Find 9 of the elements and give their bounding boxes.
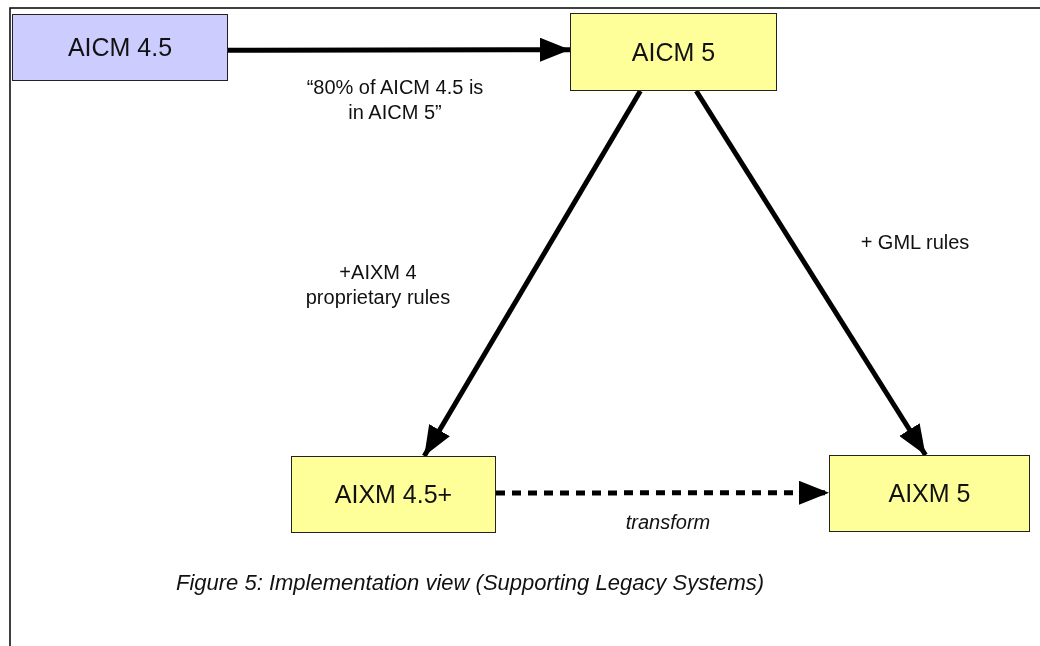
arrow — [496, 480, 829, 505]
process-box: AIXM 5 — [829, 455, 1030, 532]
process-box: AICM 5 — [570, 13, 777, 91]
figure-caption: Figure 5: Implementation view (Supporting Legacy Systems) — [176, 570, 765, 596]
process-box: AIXM 4.5+ — [291, 456, 496, 533]
arrow — [422, 89, 643, 458]
arrow — [694, 89, 928, 457]
arrow — [228, 37, 570, 62]
process-box: AICM 4.5 — [12, 14, 228, 81]
